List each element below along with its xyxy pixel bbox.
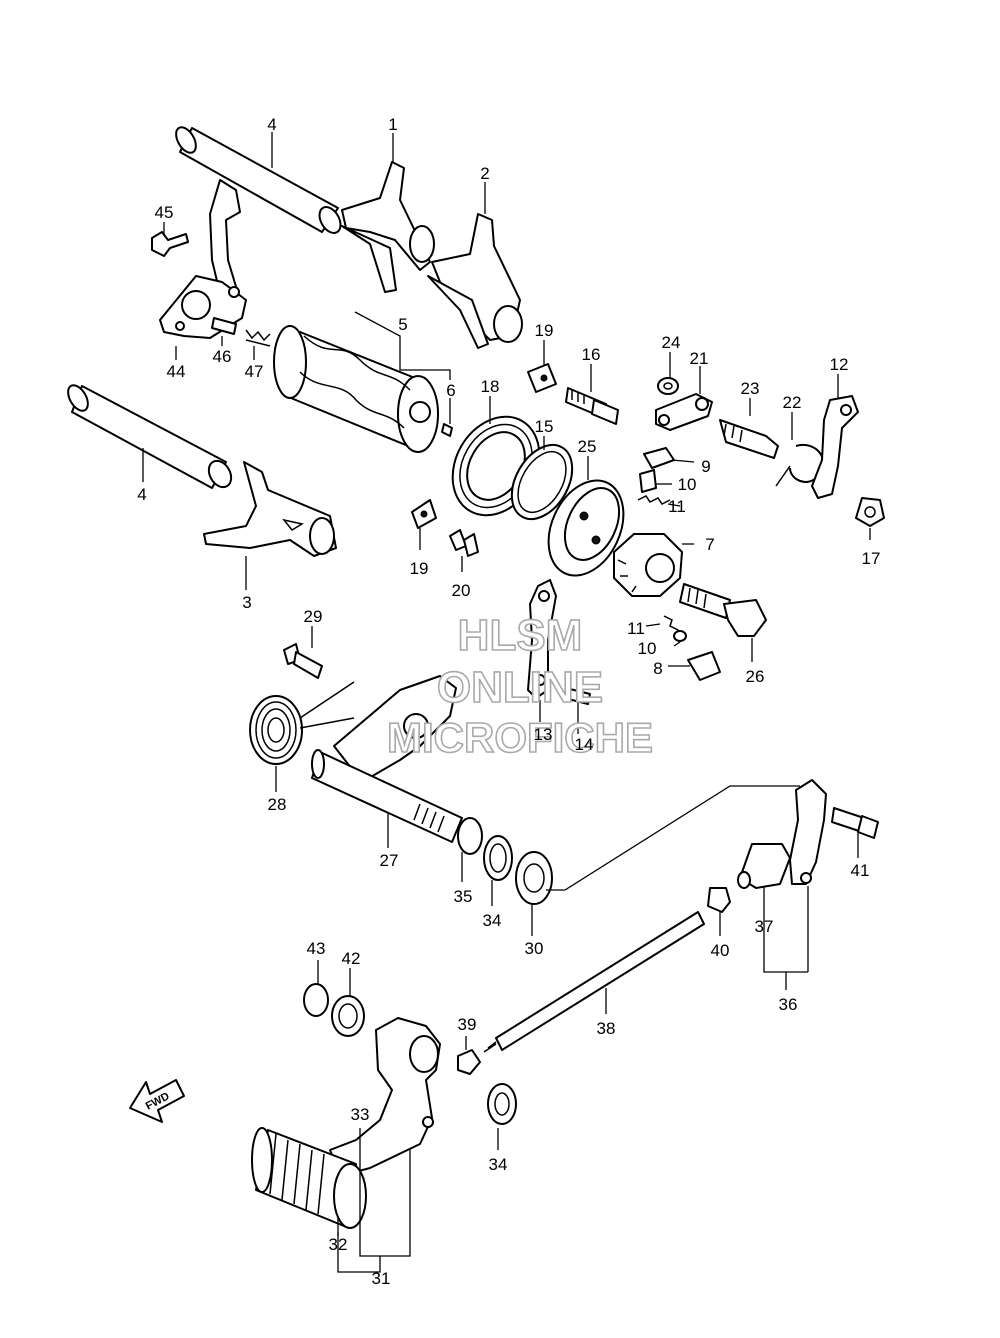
return-spring (249, 681, 355, 765)
watermark-line-1: HLSM (458, 611, 583, 660)
pawl-holder (613, 533, 683, 597)
label-part-32: 32 (329, 1235, 348, 1254)
cam-driven-gear (547, 479, 625, 577)
label-part-11-upper: 11 (668, 497, 686, 516)
shift-rod (457, 887, 731, 1075)
shaft-seals (457, 817, 553, 905)
label-part-17: 17 (862, 549, 881, 568)
label-part-12: 12 (830, 355, 849, 374)
label-part-19-lower: 19 (410, 559, 429, 578)
label-part-43: 43 (307, 939, 326, 958)
label-part-40: 40 (711, 941, 730, 960)
gearshift-fork-3 (203, 461, 337, 557)
stopper-bolt (565, 387, 619, 425)
pedal-washers (303, 983, 517, 1125)
label-part-5: 5 (398, 315, 407, 334)
label-part-4-lower: 4 (137, 485, 146, 504)
watermark-line-2: ONLINE (437, 663, 603, 712)
fork-shaft-lower (67, 384, 233, 489)
label-part-16: 16 (582, 345, 601, 364)
pedal-rubber (251, 1127, 367, 1229)
label-part-11-lower: 11 (627, 619, 645, 638)
label-part-9: 9 (701, 457, 710, 476)
label-part-23: 23 (741, 379, 760, 398)
label-part-27: 27 (380, 851, 399, 870)
label-part-42: 42 (342, 949, 361, 968)
washer-and-stopper-plate (655, 377, 713, 431)
label-part-30: 30 (525, 939, 544, 958)
leader-lines (142, 132, 871, 1273)
label-part-34-upper: 34 (483, 911, 502, 930)
label-part-24: 24 (662, 333, 681, 352)
label-part-31: 31 (372, 1269, 391, 1288)
label-part-25: 25 (578, 437, 597, 456)
label-part-20: 20 (452, 581, 471, 600)
label-part-46: 46 (213, 347, 232, 366)
label-part-19-upper: 19 (535, 321, 554, 340)
label-part-41: 41 (851, 861, 870, 880)
cam-gear-bolt (679, 583, 767, 637)
label-part-34-lower: 34 (489, 1155, 508, 1174)
gearshift-fork-1 (341, 161, 435, 293)
label-part-28: 28 (268, 795, 287, 814)
label-part-7: 7 (705, 535, 714, 554)
gearshift-fork-2 (427, 213, 523, 349)
label-part-36: 36 (779, 995, 798, 1014)
label-part-29: 29 (304, 607, 323, 626)
label-part-26: 26 (746, 667, 765, 686)
shift-pawls-upper (637, 447, 675, 505)
cam-stopper-lever (719, 395, 885, 527)
part-number-labels: 4 1 2 45 5 19 16 24 21 12 44 46 47 6 18 … (137, 115, 880, 1288)
label-part-47: 47 (245, 362, 264, 381)
label-part-10-lower: 10 (638, 639, 657, 658)
label-part-6: 6 (446, 381, 455, 400)
stopper-plate-assembly (151, 179, 271, 347)
label-part-2: 2 (480, 164, 489, 183)
label-part-45: 45 (155, 203, 174, 222)
label-part-8: 8 (653, 659, 662, 678)
spring-stopper-bolt (283, 643, 323, 679)
label-part-38: 38 (597, 1019, 616, 1038)
watermark-line-3: MICROFICHE (387, 714, 653, 761)
label-part-33: 33 (351, 1105, 370, 1124)
cam-stopper-plates (411, 363, 557, 557)
label-part-18: 18 (481, 377, 500, 396)
label-part-3: 3 (242, 593, 251, 612)
pawl-guide-plate (527, 579, 721, 705)
label-part-4-upper: 4 (267, 115, 276, 134)
label-part-35: 35 (454, 887, 473, 906)
label-part-1: 1 (388, 115, 397, 134)
shift-link-arm (737, 779, 879, 889)
label-part-14: 14 (575, 735, 594, 754)
circlip (510, 444, 574, 520)
label-part-15: 15 (535, 417, 554, 436)
label-part-22: 22 (783, 393, 802, 412)
gearshift-shaft (311, 675, 463, 843)
label-part-21: 21 (690, 349, 709, 368)
label-part-39: 39 (458, 1015, 477, 1034)
label-part-37: 37 (755, 917, 774, 936)
watermark: HLSM ONLINE MICROFICHE (386, 610, 654, 762)
gearshift-pedal (329, 1017, 441, 1177)
label-part-44: 44 (167, 362, 186, 381)
gearshift-cam (273, 325, 453, 453)
forward-direction-arrow: FWD (129, 1079, 185, 1123)
fork-shaft-upper (175, 126, 342, 234)
label-part-13: 13 (534, 725, 553, 744)
label-part-10-upper: 10 (678, 475, 697, 494)
